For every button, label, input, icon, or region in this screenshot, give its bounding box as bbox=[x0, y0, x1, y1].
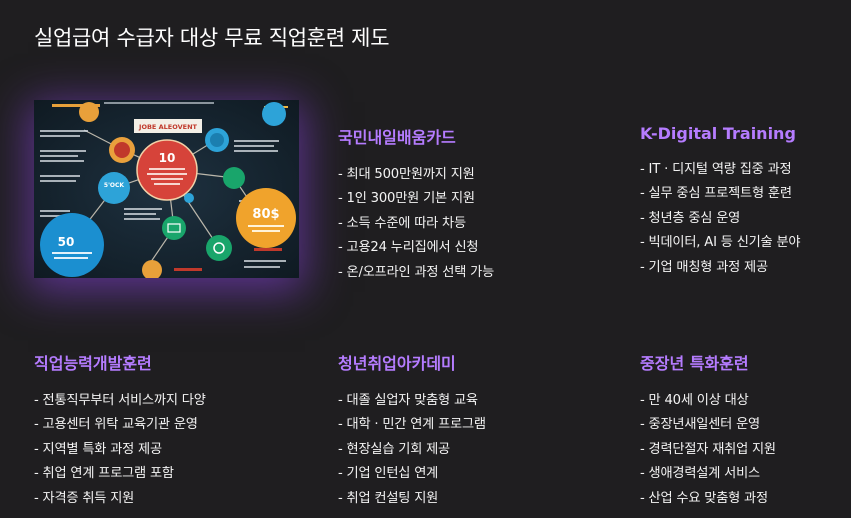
list-item: - 1인 300만원 기본 지원 bbox=[338, 191, 475, 207]
list-item: - 현장실습 기회 제공 bbox=[338, 441, 450, 457]
list-item: - 고용센터 위탁 교육기관 운영 bbox=[34, 417, 198, 433]
section-kdt: K-Digital Training - IT · 디지털 역량 집중 과정 -… bbox=[640, 124, 801, 280]
list-item: - 취업 연계 프로그램 포함 bbox=[34, 466, 174, 482]
list-item: - 대졸 실업자 맞춤형 교육 bbox=[338, 393, 478, 408]
section-list: - IT · 디지털 역량 집중 과정 - 실무 중심 프로젝트형 훈련 - 청… bbox=[640, 158, 801, 280]
list-item: - 자격증 취득 지원 bbox=[34, 490, 135, 506]
list-item: - 기업 인턴십 연계 bbox=[338, 466, 439, 482]
section-youth-academy: 청년취업아카데미 - 대졸 실업자 맞춤형 교육 - 대학 · 민간 연계 프로… bbox=[338, 350, 486, 511]
infographic-svg: JOBE ALEOVENT bbox=[34, 100, 299, 278]
list-item: - 만 40세 이상 대상 bbox=[640, 393, 749, 408]
section-middle-aged-training: 중장년 특화훈련 - 만 40세 이상 대상 - 중장년새일센터 운영 - 경력… bbox=[640, 350, 776, 511]
center-number: 10 bbox=[159, 151, 176, 165]
list-item: - 온/오프라인 과정 선택 가능 bbox=[338, 264, 495, 280]
section-title: 중장년 특화훈련 bbox=[640, 354, 749, 373]
list-item: - 최대 500만원까지 지원 bbox=[338, 167, 475, 182]
section-title: K-Digital Training bbox=[640, 124, 796, 143]
mid-left-number: 5'OCK bbox=[104, 182, 125, 189]
section-card: 국민내일배움카드 - 최대 500만원까지 지원 - 1인 300만원 기본 지… bbox=[338, 124, 494, 285]
list-item: - 빅데이터, AI 등 신기술 분야 bbox=[640, 235, 801, 251]
section-list: - 전통직무부터 서비스까지 다양 - 고용센터 위탁 교육기관 운영 - 지역… bbox=[34, 389, 206, 511]
list-item: - 중장년새일센터 운영 bbox=[640, 417, 760, 433]
list-item: - 전통직무부터 서비스까지 다양 bbox=[34, 393, 206, 408]
infographic-image: JOBE ALEOVENT bbox=[34, 100, 299, 278]
left-number: 50 bbox=[58, 235, 75, 249]
list-item: - 실무 중심 프로젝트형 훈련 bbox=[640, 186, 792, 202]
right-number: 80$ bbox=[252, 207, 279, 222]
list-item: - 생애경력설계 서비스 bbox=[640, 466, 760, 482]
list-item: - 대학 · 민간 연계 프로그램 bbox=[338, 417, 486, 433]
list-item: - 취업 컨설팅 지원 bbox=[338, 490, 439, 506]
list-item: - IT · 디지털 역량 집중 과정 bbox=[640, 162, 792, 177]
list-item: - 지역별 특화 과정 제공 bbox=[34, 441, 162, 457]
list-item: - 고용24 누리집에서 신청 bbox=[338, 240, 479, 256]
page-title: 실업급여 수급자 대상 무료 직업훈련 제도 bbox=[34, 26, 390, 50]
banner-text: JOBE ALEOVENT bbox=[138, 123, 197, 131]
section-list: - 대졸 실업자 맞춤형 교육 - 대학 · 민간 연계 프로그램 - 현장실습… bbox=[338, 389, 486, 511]
section-list: - 만 40세 이상 대상 - 중장년새일센터 운영 - 경력단절자 재취업 지… bbox=[640, 389, 776, 511]
section-vocational-training: 직업능력개발훈련 - 전통직무부터 서비스까지 다양 - 고용센터 위탁 교육기… bbox=[34, 350, 206, 511]
section-list: - 최대 500만원까지 지원 - 1인 300만원 기본 지원 - 소득 수준… bbox=[338, 163, 494, 285]
section-title: 직업능력개발훈련 bbox=[34, 354, 152, 373]
list-item: - 소득 수준에 따라 차등 bbox=[338, 215, 466, 231]
section-title: 국민내일배움카드 bbox=[338, 128, 456, 147]
list-item: - 경력단절자 재취업 지원 bbox=[640, 441, 776, 457]
list-item: - 청년층 중심 운영 bbox=[640, 210, 741, 226]
section-title: 청년취업아카데미 bbox=[338, 354, 456, 373]
list-item: - 기업 매칭형 과정 제공 bbox=[640, 259, 768, 275]
list-item: - 산업 수요 맞춤형 과정 bbox=[640, 490, 768, 506]
